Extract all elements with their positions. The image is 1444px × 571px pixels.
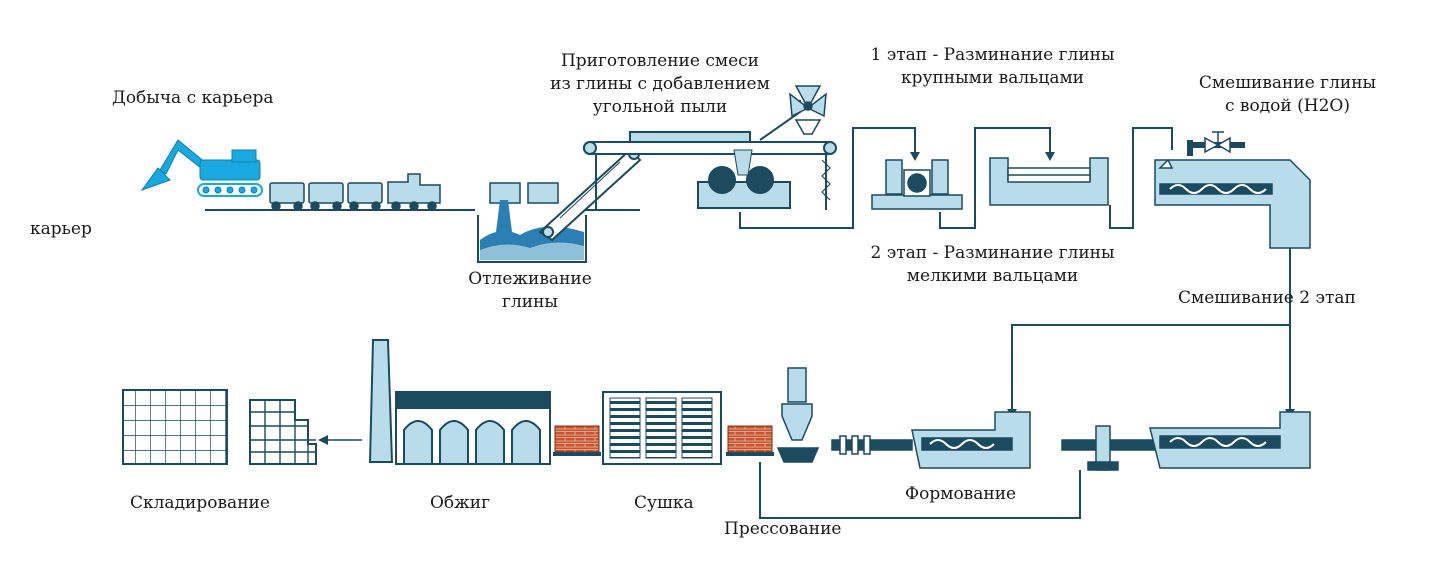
flow-line-bottom-loop (759, 462, 1081, 519)
label-stage1-line2: крупными вальцами (900, 68, 1085, 88)
coarse-rollers-icon (871, 159, 963, 210)
label-stage2-line2: мелкими вальцами (906, 266, 1079, 286)
fine-rollers-icon (989, 157, 1109, 206)
label-stage2: 2 этап - Разминание глины мелкими вальца… (850, 242, 1135, 288)
label-mix-prep: Приготовление смеси из глины с добавлени… (540, 50, 780, 119)
label-aging-line2: глины (502, 292, 558, 312)
arrowhead (910, 152, 920, 161)
flow-line-to-stage1 (739, 127, 916, 229)
label-stage1: 1 этап - Разминание глины крупными вальц… (850, 44, 1135, 90)
label-forming: Формование (905, 484, 1017, 504)
excavator-icon (140, 139, 263, 197)
label-stage1-line1: 1 этап - Разминание глины (870, 45, 1115, 65)
brick-pallet-icon (726, 425, 774, 456)
label-mix-prep-line2: из глины с добавлением (550, 74, 770, 94)
dryer-icon (602, 391, 722, 465)
mixer-stage2-icon (1061, 411, 1311, 471)
label-water-mix-line1: Смешивание глины (1198, 73, 1377, 93)
label-firing: Обжиг (430, 493, 491, 513)
label-water-mix-line2: с водой (H2O) (1224, 96, 1350, 116)
flow-line-to-water-mixer (1109, 127, 1173, 229)
label-quarry: карьер (30, 219, 92, 239)
water-mixer-icon (1154, 131, 1311, 249)
brick-pallet-icon (553, 425, 601, 456)
fan-icon (789, 85, 827, 135)
label-aging: Отлеживание глины (455, 268, 605, 314)
label-quarry-extraction: Добыча с карьера (112, 88, 274, 108)
press-icon (776, 367, 820, 463)
flow-line-to-stage2 (939, 127, 1051, 229)
arrowhead (318, 435, 328, 445)
label-mix-prep-line1: Приготовление смеси (560, 51, 760, 71)
label-pressing: Прессование (724, 519, 842, 539)
kiln-icon (368, 339, 551, 465)
label-aging-line1: Отлеживание (468, 269, 592, 289)
label-water-mix: Смешивание глины с водой (H2O) (1185, 72, 1390, 118)
extruder-icon (831, 411, 1031, 469)
label-drying: Сушка (634, 493, 694, 513)
storage-stack-icon (122, 389, 317, 465)
mixing-conveyor-icon (583, 100, 837, 210)
label-mixing-stage2: Смешивание 2 этап (1178, 288, 1356, 308)
train-icon (269, 173, 441, 211)
aging-pit-icon (477, 182, 587, 263)
flow-line-to-forming (1011, 324, 1290, 415)
label-mix-prep-line3: угольной пыли (592, 97, 728, 117)
arrowhead (1045, 152, 1055, 161)
label-stage2-line1: 2 этап - Разминание глины (870, 243, 1115, 263)
label-storage: Складирование (130, 493, 270, 513)
